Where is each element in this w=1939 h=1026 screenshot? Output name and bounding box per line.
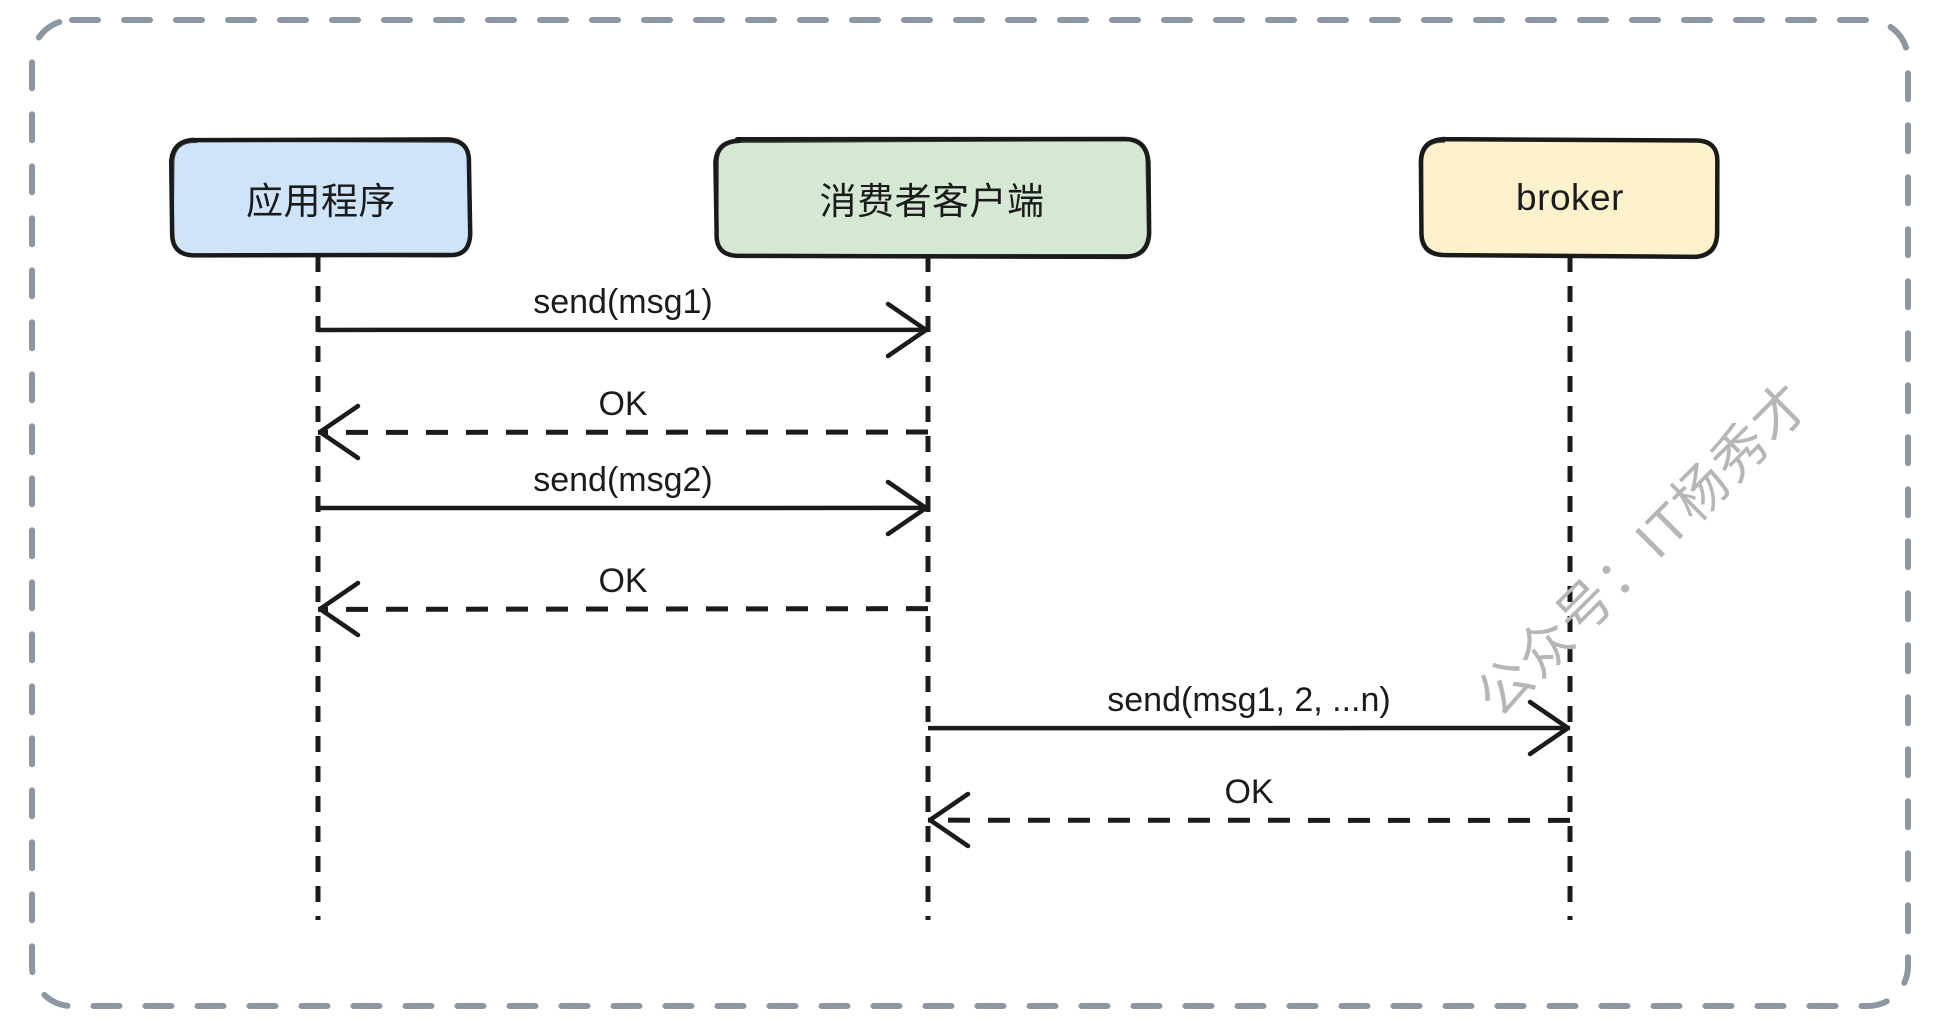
message-arrowhead-3 [885, 479, 929, 537]
message-label-6: OK [1224, 773, 1274, 811]
message-arrowhead-1 [885, 301, 929, 359]
message-label-5: send(msg1, 2, ...n) [1107, 681, 1391, 719]
participant-label-consumer: 消费者客户端 [819, 181, 1045, 222]
message-label-4: OK [598, 562, 648, 600]
diagram-outer-border [29, 17, 1911, 1009]
message-line-4 [317, 606, 929, 612]
message-arrowhead-4 [317, 580, 361, 638]
message-arrowhead-6 [927, 791, 971, 849]
message-arrowhead-5 [1527, 699, 1571, 757]
participant-box-outline-app [171, 139, 471, 258]
message-label-3: send(msg2) [533, 461, 713, 499]
message-arrowhead-2 [317, 403, 361, 461]
message-label-1: send(msg1) [533, 283, 713, 321]
message-label-2: OK [598, 385, 648, 423]
participant-label-broker: broker [1516, 177, 1624, 218]
participant-box-outline-consumer [716, 138, 1150, 257]
participant-box-outline-broker [1421, 138, 1719, 258]
participant-label-app: 应用程序 [246, 181, 396, 222]
